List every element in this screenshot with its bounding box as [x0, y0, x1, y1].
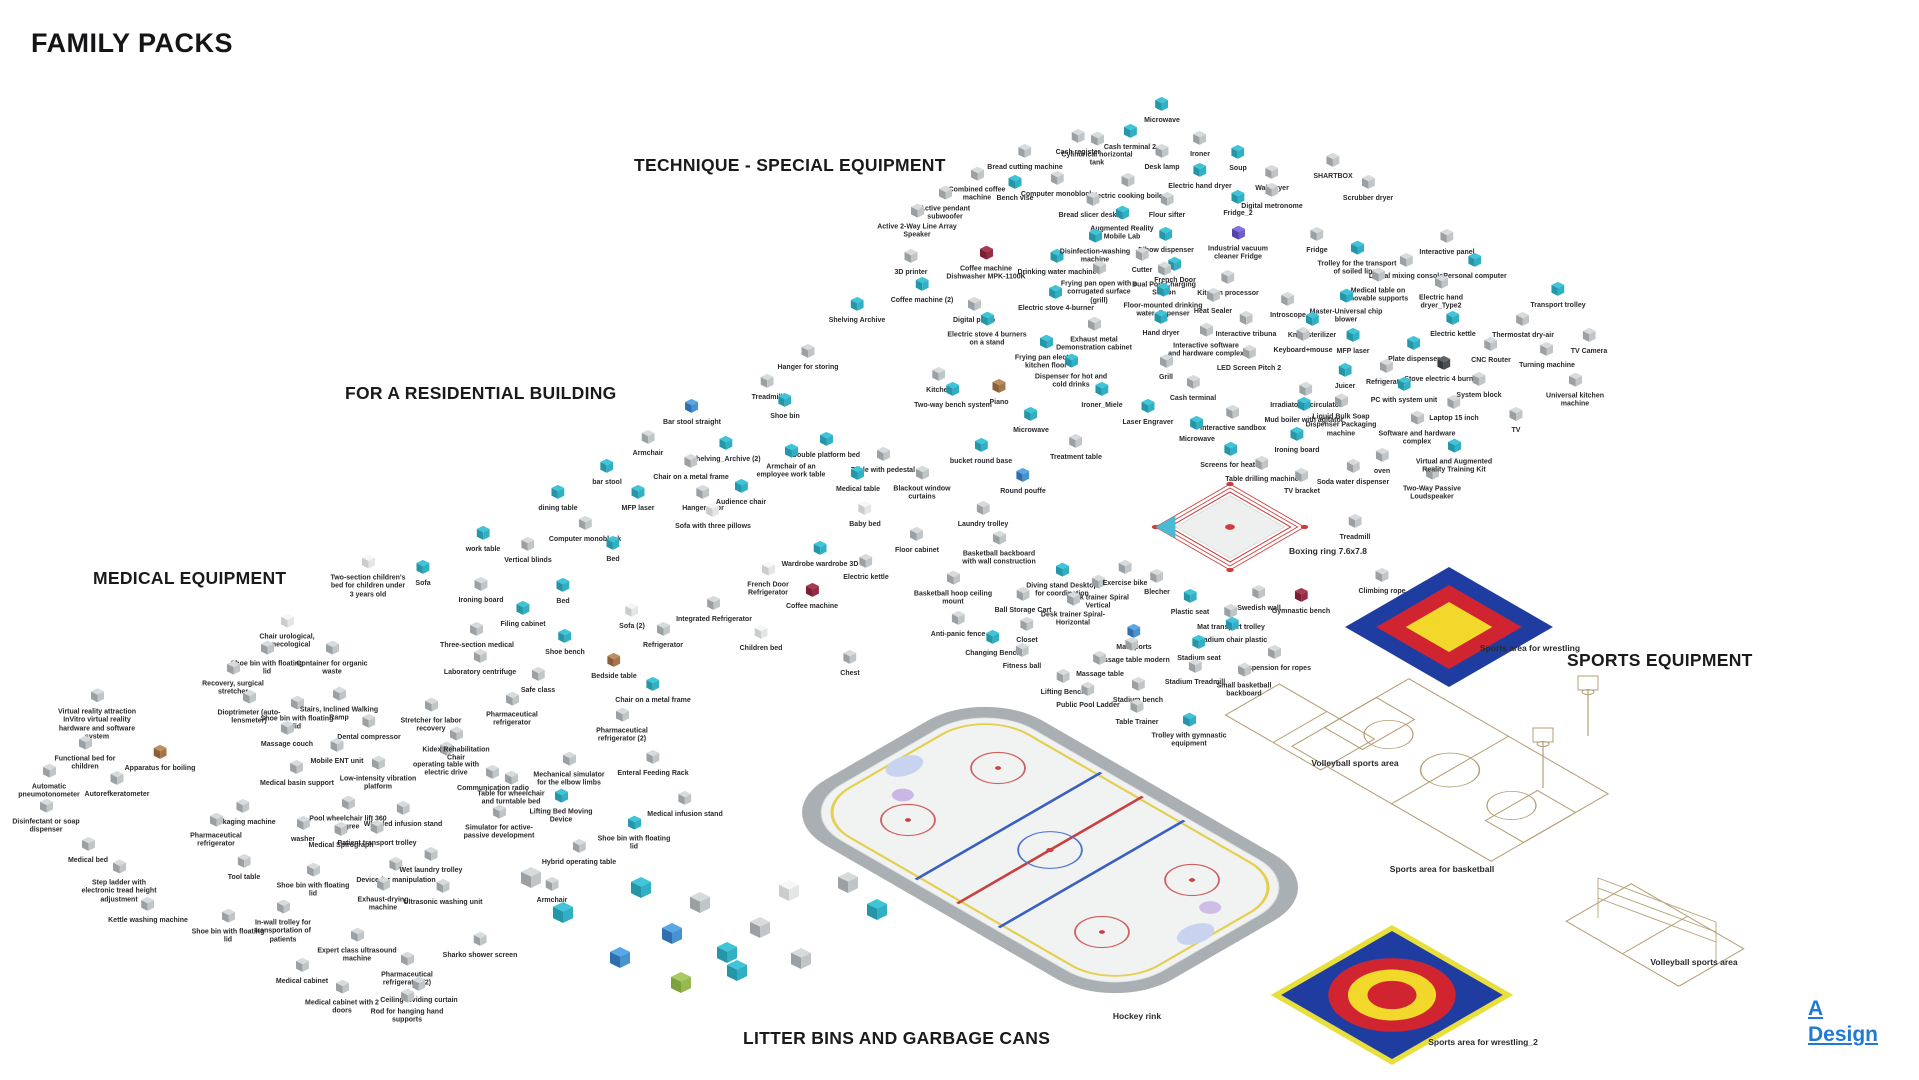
wrestling-mat-graphic — [1345, 567, 1553, 687]
brand-logo-line2[interactable]: Design — [1808, 1023, 1879, 1047]
area-label: Sports area for wrestling_2 — [1428, 1037, 1538, 1047]
area-label: Sports area for basketball — [1389, 864, 1495, 874]
section-heading-residential: FOR A RESIDENTIAL BUILDING — [345, 383, 617, 403]
volleyball-net-graphic — [1597, 877, 1717, 962]
volleyball-court2-graphic — [1565, 883, 1745, 987]
section-heading-medical: MEDICAL EQUIPMENT — [93, 568, 287, 588]
litter-bin-model — [521, 867, 541, 893]
area-label: Sports area for wrestling — [1479, 643, 1581, 653]
litter-bin-model — [717, 942, 737, 968]
area-label: Hockey rink — [1112, 1011, 1162, 1021]
litter-bin-model — [671, 972, 691, 998]
litter-bin-model — [690, 892, 710, 918]
section-heading-litter: LITTER BINS AND GARBAGE CANS — [743, 1028, 1051, 1048]
litter-bin-model — [867, 899, 887, 925]
section-heading-technique: TECHNIQUE - SPECIAL EQUIPMENT — [634, 155, 946, 175]
litter-bin-model — [553, 902, 573, 928]
area-label: Boxing ring 7.6x7.8 — [1289, 546, 1367, 556]
basketball-court-graphic — [1290, 678, 1610, 862]
basketball-hoop-graphic — [1532, 727, 1554, 788]
litter-bin-model — [750, 917, 770, 943]
hockey-rink-graphic — [802, 706, 1298, 994]
volleyball-court1-graphic — [1224, 683, 1376, 771]
section-heading-sports: SPORTS EQUIPMENT — [1567, 650, 1753, 670]
boxing-ring-graphic — [1151, 481, 1309, 573]
page-title: FAMILY PACKS — [31, 28, 234, 58]
area-label: Volleyball sports area — [1311, 758, 1399, 768]
basketball-hoop-graphic — [1577, 675, 1599, 736]
litter-bin-model — [727, 960, 747, 986]
brand-logo[interactable]: A Design — [1808, 996, 1878, 1049]
litter-bin-model — [791, 948, 811, 974]
wrestling-mat2-graphic — [1270, 925, 1514, 1065]
litter-bin-model — [631, 877, 651, 903]
litter-bin-model — [779, 880, 799, 906]
brand-logo-line1[interactable]: A — [1808, 997, 1824, 1020]
litter-bin-model — [838, 872, 858, 898]
litter-bin-model — [662, 923, 682, 949]
litter-bin-model — [610, 947, 630, 973]
area-label: Volleyball sports area — [1650, 957, 1738, 967]
